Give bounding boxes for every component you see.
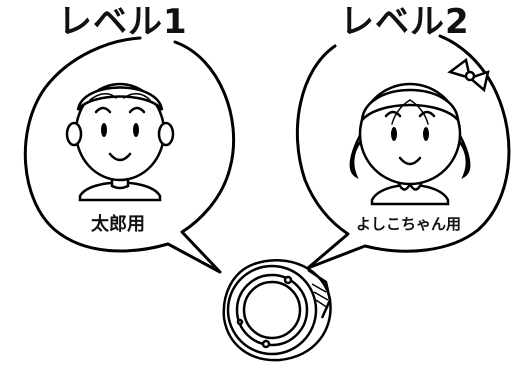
level-1-caption: 太郎用 [91, 214, 145, 235]
camera-device-icon [222, 259, 332, 362]
boy-face-icon [65, 82, 175, 202]
level-1-title: レベル1 [58, 2, 188, 42]
level-2-caption: よしこちゃん用 [356, 215, 462, 233]
level-2-title: レベル2 [340, 2, 470, 42]
girl-face-icon [349, 57, 490, 206]
